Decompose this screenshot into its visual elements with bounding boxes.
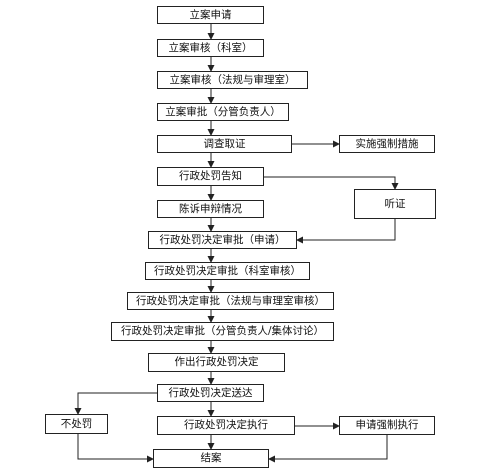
arrow-n14b-n15 <box>268 435 388 463</box>
node-n1: 立案申请 <box>157 6 264 24</box>
node-n13: 行政处罚决定送达 <box>157 384 264 402</box>
arrow-left-n15 <box>77 434 154 463</box>
node-n14b: 申请强制执行 <box>339 416 435 435</box>
arrow-n6b-n8 <box>296 219 396 244</box>
node-n4: 立案审批（分管负责人） <box>157 103 289 121</box>
arrow-n6-n6b <box>264 176 399 190</box>
node-n7: 陈诉申辩情况 <box>157 200 264 218</box>
arrow-n13-left <box>74 392 157 415</box>
node-n8: 行政处罚决定审批（申请） <box>148 231 297 249</box>
node-n10: 行政处罚决定审批（法规与审理室审核） <box>127 292 334 310</box>
node-n3: 立案审核（法规与审理室） <box>157 71 308 89</box>
node-n11: 行政处罚决定审批（分管负责人/集体讨论） <box>111 322 334 341</box>
node-n2: 立案审核（科室） <box>157 39 264 57</box>
node-n14: 行政处罚决定执行 <box>157 416 295 435</box>
node-n6: 行政处罚告知 <box>157 167 264 186</box>
node-n5: 调查取证 <box>157 135 292 153</box>
node-n6b: 听证 <box>354 189 436 219</box>
node-no-penalty: 不处罚 <box>45 414 108 434</box>
node-n15: 结案 <box>153 449 269 468</box>
node-n5b: 实施强制措施 <box>339 135 435 153</box>
node-n12: 作出行政处罚决定 <box>148 353 285 372</box>
node-n9: 行政处罚决定审批（科室审核） <box>145 262 310 280</box>
